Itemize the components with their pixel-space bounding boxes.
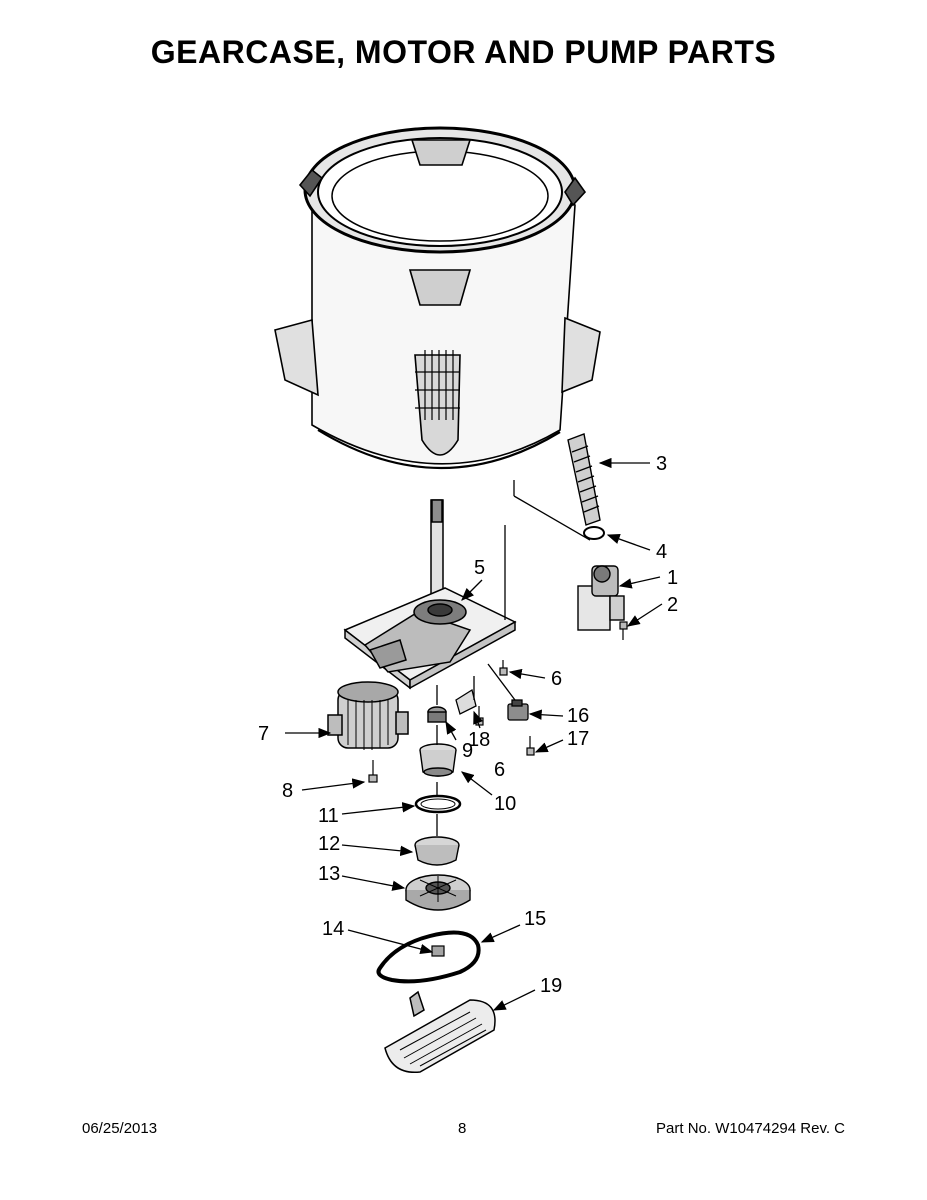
motor-screw — [368, 760, 378, 783]
page-title: GEARCASE, MOTOR AND PUMP PARTS — [150, 34, 777, 70]
callout-10: 10 — [494, 793, 516, 815]
callout-6: 6 — [551, 668, 562, 690]
callout-9: 9 — [462, 740, 473, 762]
drive-belt — [376, 930, 481, 984]
hose-fitting — [455, 688, 477, 715]
callout-2: 2 — [667, 594, 678, 616]
drive-motor — [327, 681, 409, 750]
callout-8: 8 — [282, 780, 293, 802]
drain-hose — [567, 433, 601, 526]
lid-switch — [507, 699, 529, 721]
gearcase-assembly — [343, 499, 517, 690]
retaining-ring — [414, 794, 462, 814]
callout-17: 17 — [567, 728, 589, 750]
callout-5: 5 — [474, 557, 485, 579]
callout-19: 19 — [540, 975, 562, 997]
callout-4: 4 — [656, 541, 667, 563]
callout-11: 11 — [318, 805, 339, 827]
coupler — [427, 706, 447, 723]
callout-15: 15 — [524, 908, 546, 930]
callout-16: 16 — [567, 705, 589, 727]
callout-labels: 1 2 3 4 5 6 6 7 8 9 10 11 12 13 14 15 16… — [258, 453, 678, 997]
callout-1: 1 — [667, 567, 678, 589]
gearcase-screw — [499, 660, 508, 676]
footer-part-number: Part No. W10474294 Rev. C — [656, 1120, 845, 1137]
callout-13: 13 — [318, 863, 340, 885]
callout-14: 14 — [322, 918, 344, 940]
callout-6-lower: 6 — [494, 759, 505, 781]
callout-7: 7 — [258, 723, 269, 745]
hose-clamp — [583, 526, 605, 540]
clutch-housing — [414, 836, 460, 866]
callout-arrows — [285, 457, 663, 1011]
gearcase-screw-lower — [475, 706, 484, 726]
drive-pulley — [405, 874, 471, 911]
pulley-nut — [431, 945, 445, 957]
pump-shield — [384, 990, 496, 1074]
footer-page-number: 8 — [458, 1120, 467, 1137]
outer-tub — [274, 126, 601, 470]
callout-18: 18 — [468, 729, 490, 751]
drain-pump — [577, 565, 625, 631]
footer-date: 06/25/2013 — [82, 1120, 158, 1137]
callout-12: 12 — [318, 833, 340, 855]
switch-screw — [526, 736, 535, 756]
pump-screw — [619, 621, 628, 640]
leader-guides — [436, 480, 591, 836]
callout-3: 3 — [656, 453, 667, 475]
clutch-cup — [419, 743, 457, 777]
